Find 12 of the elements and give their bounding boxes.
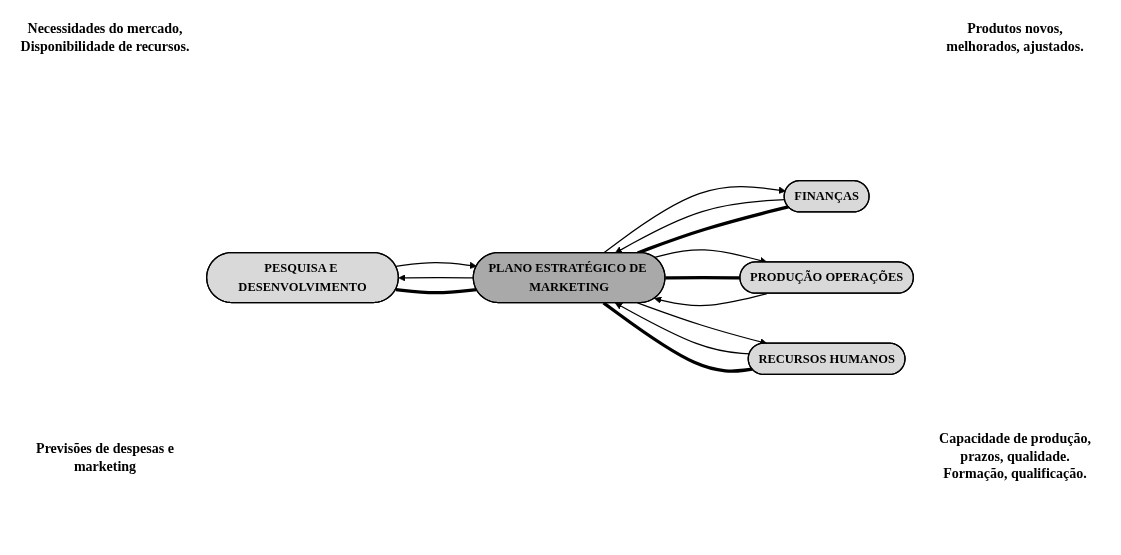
connector <box>665 275 741 280</box>
arrow <box>395 261 477 270</box>
connector <box>637 205 789 255</box>
note-text: Necessidades do mercado, Disponibilidade de recursos. <box>20 20 190 55</box>
arrow <box>614 198 786 254</box>
connector <box>395 287 477 295</box>
arrow <box>602 186 786 254</box>
note-text: Capacidade de produção, prazos, qualidade. Formação, qualificação. <box>938 430 1092 483</box>
connector <box>602 301 753 373</box>
note-text: Previsões de despesas e marketing <box>35 440 175 475</box>
arrow <box>636 302 768 346</box>
note-text: Produtos novos, melhorados, ajustados. <box>945 20 1085 55</box>
